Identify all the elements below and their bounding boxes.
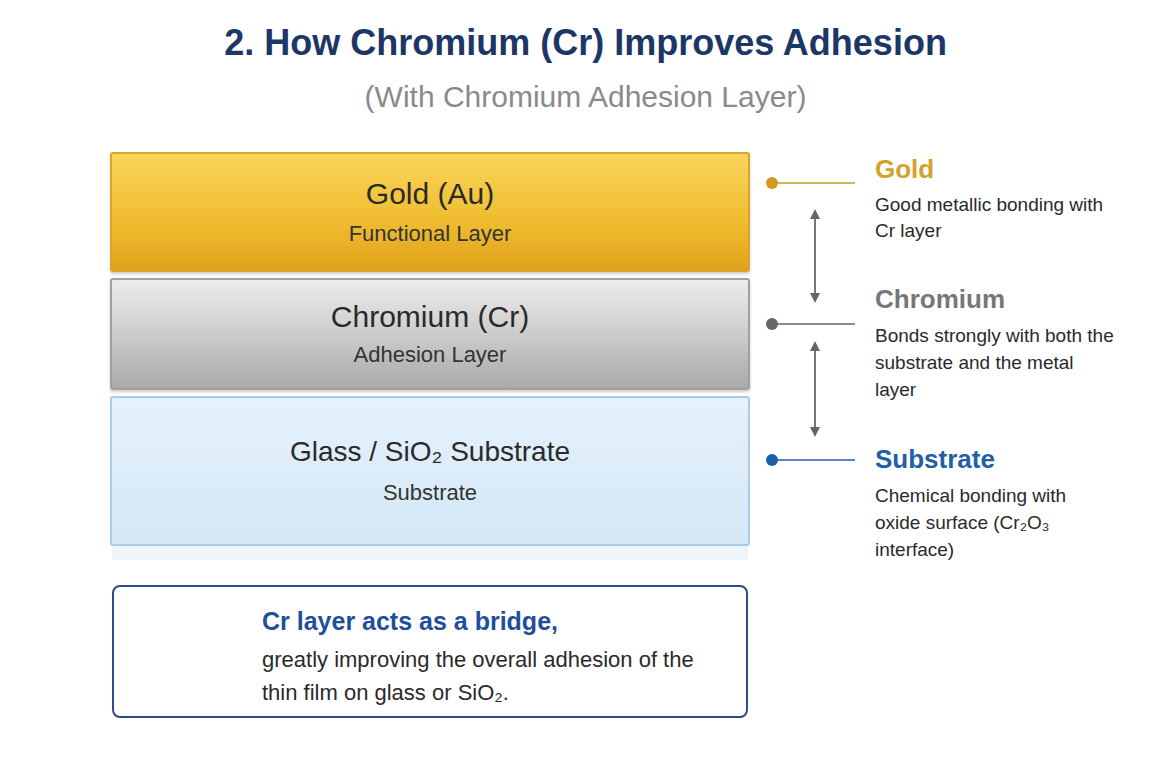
- subtitle: (With Chromium Adhesion Layer): [0, 80, 1171, 114]
- node-text: Adhesion Layer: [354, 342, 507, 368]
- node-text: Glass / SiO₂ Substrate: [290, 436, 570, 468]
- node-text: Functional Layer: [349, 221, 512, 247]
- chromium-layer: Chromium (Cr) Adhesion Layer: [110, 278, 750, 390]
- annotation-text: Good metallic bonding with Cr layer: [875, 192, 1105, 244]
- node-text: Gold (Au): [366, 177, 494, 211]
- annotation-heading: Substrate: [875, 444, 995, 475]
- substrate-layer: Glass / SiO₂ SubstrateSubstrate: [110, 396, 750, 546]
- node-text: greatly improving the overall adhesion o…: [262, 643, 732, 709]
- node-text: Chromium (Cr): [331, 300, 529, 334]
- double-arrow: [814, 346, 816, 432]
- double-arrow: [814, 214, 816, 298]
- annotation-text: Chemical bonding with oxide surface (Cr₂…: [875, 482, 1105, 563]
- diagram-title: 2. How Chromium (Cr) Improves Adhesion: [0, 22, 1171, 64]
- leader-dot: [766, 454, 778, 466]
- annotation-text: Bonds strongly with both the substrate a…: [875, 322, 1115, 403]
- leader-line: [772, 182, 855, 184]
- leader-dot: [766, 177, 778, 189]
- shadow: [112, 546, 748, 560]
- summary-box: Cr layer acts as a bridge, greatly improv…: [112, 585, 748, 718]
- leader-dot: [766, 318, 778, 330]
- annotation-heading: Chromium: [875, 284, 1005, 315]
- leader-line: [772, 323, 855, 325]
- gold-layer: Gold (Au) Functional Layer: [110, 152, 750, 272]
- leader-line: [772, 459, 855, 461]
- node-text: Substrate: [383, 480, 477, 506]
- annotation-heading: Gold: [875, 154, 934, 185]
- node-text: Cr layer acts as a bridge,: [262, 607, 732, 636]
